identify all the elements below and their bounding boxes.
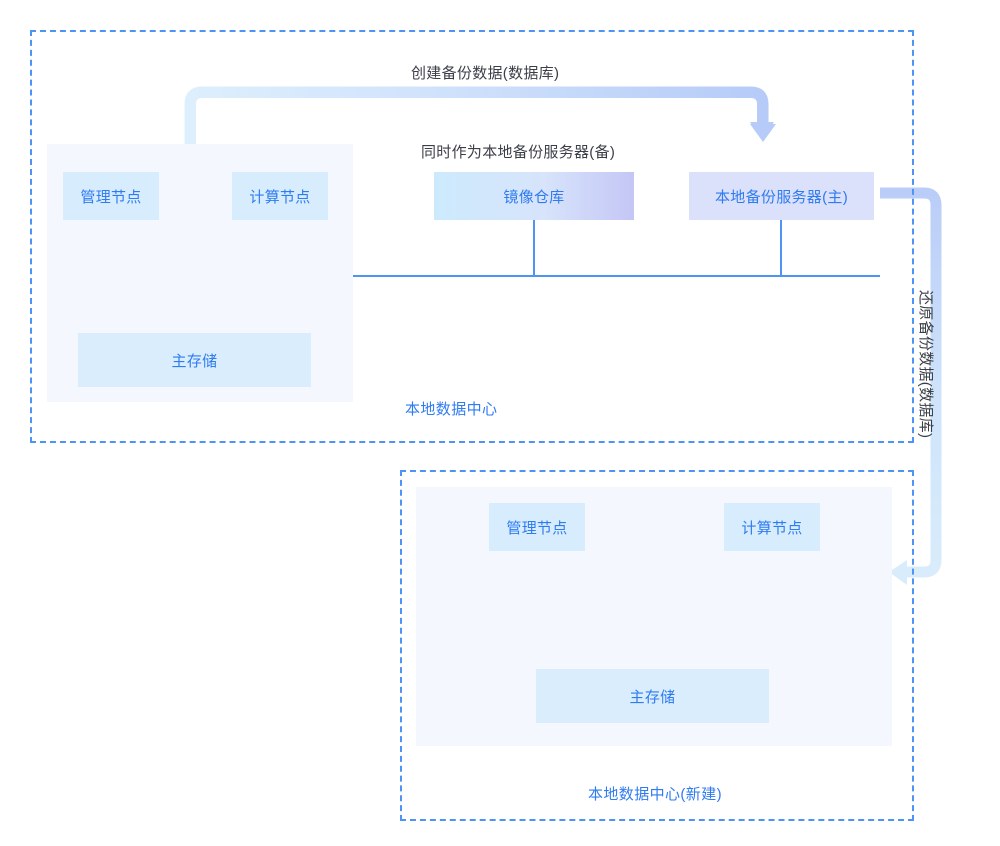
- flow-label-also-as-secondary-backup-server: 同时作为本地备份服务器(备): [421, 144, 616, 161]
- zone-new-local-data-center: [400, 470, 914, 821]
- node-management-bottom[interactable]: 管理节点: [489, 503, 585, 551]
- flow-label-create-backup: 创建备份数据(数据库): [411, 65, 560, 82]
- node-management-top[interactable]: 管理节点: [63, 172, 159, 220]
- node-primary-storage-top[interactable]: 主存储: [78, 333, 311, 387]
- node-primary-storage-bottom[interactable]: 主存储: [536, 669, 769, 723]
- node-image-registry[interactable]: 镜像仓库: [434, 172, 634, 220]
- zone-label-new-local-data-center: 本地数据中心(新建): [588, 786, 722, 803]
- zone-local-data-center: [30, 30, 914, 443]
- node-compute-bottom[interactable]: 计算节点: [724, 503, 820, 551]
- node-compute-top[interactable]: 计算节点: [232, 172, 328, 220]
- node-local-backup-server-primary[interactable]: 本地备份服务器(主): [689, 172, 874, 220]
- flow-label-restore-backup: 还原备份数据(数据库): [917, 290, 934, 439]
- zone-label-local-data-center: 本地数据中心: [405, 401, 498, 418]
